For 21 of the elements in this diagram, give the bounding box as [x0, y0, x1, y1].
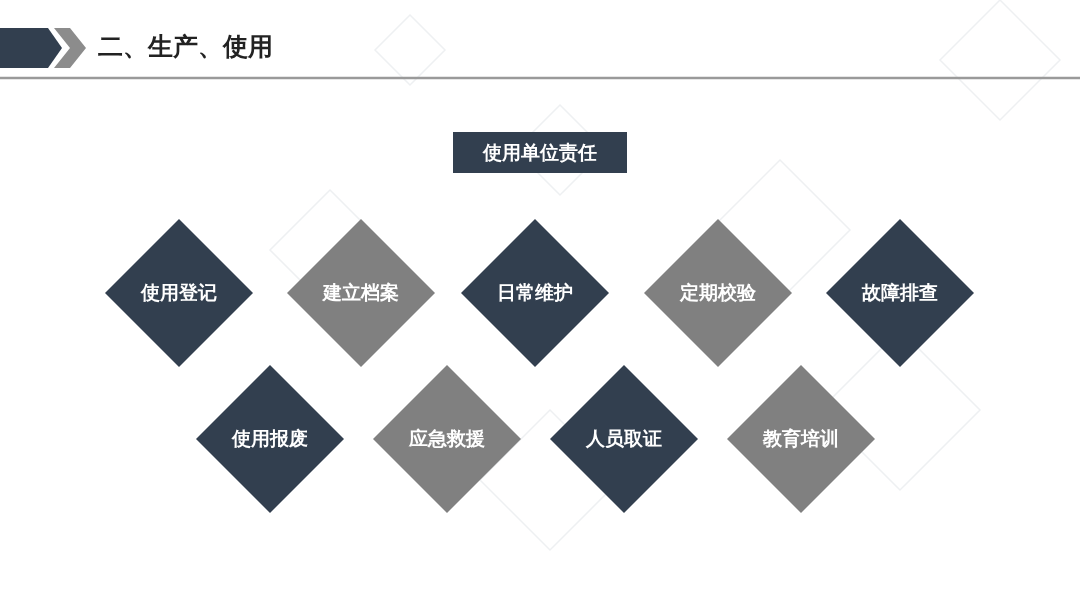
tile-label: 应急救援: [409, 426, 485, 451]
diamond-tile: [644, 219, 792, 367]
tile-label: 故障排查: [862, 280, 938, 305]
tile-label: 使用登记: [141, 280, 217, 305]
diamond-tile: [826, 219, 974, 367]
diamond-tile: [461, 219, 609, 367]
tile-label: 日常维护: [497, 280, 573, 305]
diamond-tile: [196, 365, 344, 513]
diamond-tile: [373, 365, 521, 513]
page-title: 二、生产、使用: [98, 31, 273, 63]
tile-label: 定期校验: [680, 280, 756, 305]
heading-box: [453, 132, 627, 173]
tile-label: 人员取证: [586, 426, 662, 451]
diamond-tile: [550, 365, 698, 513]
diamond-tile: [727, 365, 875, 513]
tile-label: 建立档案: [323, 280, 399, 305]
tile-label: 使用报废: [232, 426, 308, 451]
tile-label: 教育培训: [763, 426, 839, 451]
tile-label: 使用单位责任: [483, 139, 597, 165]
diamond-tile: [105, 219, 253, 367]
diamond-tile: [287, 219, 435, 367]
